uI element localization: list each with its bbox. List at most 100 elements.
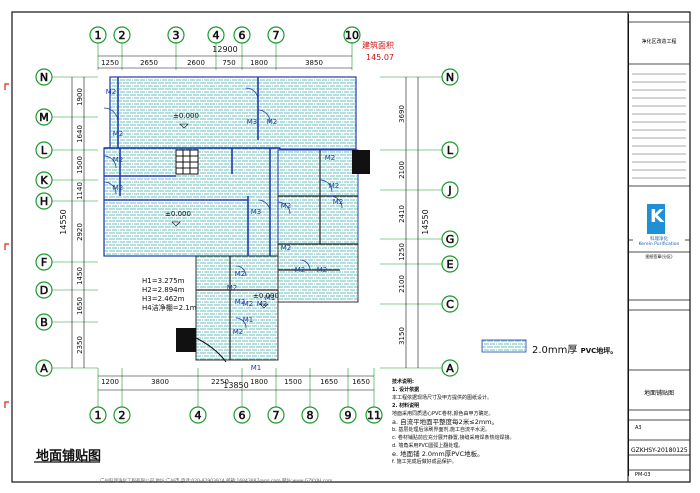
legend-size: 2.0mm厚	[532, 345, 578, 356]
door-tag-m2: M2	[281, 244, 292, 252]
grid-bubble-bottom-1-label: 1	[95, 409, 102, 422]
dim-bottom-6: 1650	[352, 378, 370, 386]
notes-line-1: 本工程依据现场尺寸及甲方提供的图纸设计。	[392, 395, 493, 401]
dim-bottom-5: 1650	[320, 378, 338, 386]
level-mark: ±0.000	[173, 112, 199, 120]
door-tag-m2: M2	[329, 182, 340, 190]
signature-stamp	[639, 282, 679, 294]
grid-bubble-right-L-label: L	[447, 144, 454, 157]
dim-left-4: 2920	[76, 223, 84, 241]
grid-bubble-right-C-label: C	[446, 298, 454, 311]
door-swings	[103, 87, 343, 329]
grid-bubble-bottom-6-label: 6	[239, 409, 246, 422]
notes-sub1: 1. 设计依据	[392, 387, 420, 393]
grid-bubble-left-A-label: A	[40, 362, 48, 375]
area-value: 145.07	[366, 53, 394, 62]
notes-sub2: 2. 材料说明	[392, 403, 420, 409]
grid-bubble-left-F-label: F	[41, 256, 47, 269]
grid-bubble-top-7-label: 7	[273, 29, 280, 42]
seal-label: 图纸签章(分区)	[645, 254, 673, 259]
dim-left-0: 1900	[76, 88, 84, 106]
grid-bubble-top-3-label: 3	[173, 29, 180, 42]
columns	[176, 150, 370, 352]
grid-bubble-left-M-label: M	[39, 111, 49, 124]
dim-right-1: 2100	[398, 161, 406, 179]
dim-left-7: 2350	[76, 336, 84, 354]
dim-bottom-overall: 13850	[223, 381, 248, 390]
technical-notes: 技术说明: 1. 设计依据 本工程依据现场尺寸及甲方提供的图纸设计。 2. 材料…	[392, 378, 620, 466]
door-tag-m1: M1	[265, 294, 276, 302]
notes-line-4: b. 基层处理后涂刷界面剂,施工自流平水泥。	[392, 427, 490, 433]
door-tag-m2: M2	[233, 328, 244, 336]
door-tag-m2: M2	[113, 184, 124, 192]
grid-bubble-left-D-label: D	[40, 284, 48, 297]
notes-line-3: a. 自流平地面平整度每2米≤2mm。	[392, 418, 498, 426]
grid-bubble-bottom-7-label: 7	[273, 409, 280, 422]
grid-bubble-left-H-label: H	[40, 195, 48, 208]
margin-marks	[4, 83, 9, 408]
dim-right-2: 2410	[398, 205, 406, 223]
door-tag-m2: M2	[243, 300, 254, 308]
grid-bubble-right-J-label: J	[447, 184, 451, 197]
ceiling-height-note: H4洁净棚=2.1m	[142, 303, 197, 312]
notes-line-7: e. 地面铺 2.0mm厚PVC地板。	[392, 450, 484, 458]
footer-text: 广州科瑞净化工程有限公司 地址:广州市 电话:020-82903914 邮箱:1…	[100, 479, 333, 484]
dim-bottom-4: 1500	[284, 378, 302, 386]
door-tag-m2: M2	[267, 118, 278, 126]
grid-bubble-right-A-label: A	[446, 362, 454, 375]
grid-bubble-left-L-label: L	[41, 144, 48, 157]
dim-right-4: 2100	[398, 275, 406, 293]
door-tag-m3: M3	[247, 118, 258, 126]
notes-line-8: f. 施工完成后做好成品保护。	[392, 459, 457, 465]
dim-top-0: 1250	[101, 59, 119, 67]
grid-bubble-top-10-label: 10	[345, 29, 359, 42]
dim-left-1: 1640	[76, 125, 84, 143]
dim-left-2: 1500	[76, 156, 84, 174]
sheet-code: PM-03	[635, 472, 651, 478]
plan-title: 地面铺贴图	[36, 449, 102, 464]
ceiling-height-note: H2=2.894m	[142, 286, 185, 294]
door-tag-m2: M2	[106, 88, 117, 96]
project-name: 净化区改造工程	[641, 39, 677, 45]
sheet-size: A3	[635, 425, 642, 431]
grid-bubble-top-1-label: 1	[95, 29, 102, 42]
grid-bubble-top-2-label: 2	[119, 29, 126, 42]
grid-bubble-top-4-label: 4	[213, 29, 220, 42]
grid-bubble-right-G-label: G	[446, 233, 455, 246]
door-tag-m3: M3	[251, 208, 262, 216]
door-tag-m2: M2	[113, 156, 124, 164]
dim-left-overall: 14550	[59, 209, 68, 234]
dim-bottom-3: 1800	[250, 378, 268, 386]
grid-bubble-left-K-label: K	[40, 174, 48, 187]
dim-bottom-1: 3800	[151, 378, 169, 386]
grid-bubble-bottom-11-label: 11	[367, 409, 381, 422]
pvc-floor-area	[103, 76, 359, 361]
door-tag-m2: M2	[325, 154, 336, 162]
legend-swatch	[481, 339, 527, 353]
dim-top-overall: 12900	[212, 45, 237, 54]
dim-left-6: 1650	[76, 297, 84, 315]
interior-walls	[104, 77, 280, 256]
dim-bottom-0: 1200	[101, 378, 119, 386]
door-tag-m1: M1	[251, 364, 262, 372]
door-tag-m2: M2	[317, 266, 328, 274]
grid-bubble-right-N-label: N	[446, 71, 454, 84]
door-tag-m2: M2	[281, 202, 292, 210]
grid-bubble-top-6-label: 6	[239, 29, 246, 42]
door-tag-m2: M2	[113, 130, 124, 138]
stair	[175, 149, 199, 175]
dim-top-5: 3850	[305, 59, 323, 67]
dim-right-5: 3150	[398, 327, 406, 345]
level-mark: ±0.000	[165, 210, 191, 218]
door-tag-m1: M1	[243, 316, 254, 324]
dim-top-3: 750	[222, 59, 235, 67]
dim-right-0: 3690	[398, 105, 406, 123]
door-tag-m2: M2	[295, 266, 306, 274]
grid-bubble-left-B-label: B	[40, 316, 48, 329]
